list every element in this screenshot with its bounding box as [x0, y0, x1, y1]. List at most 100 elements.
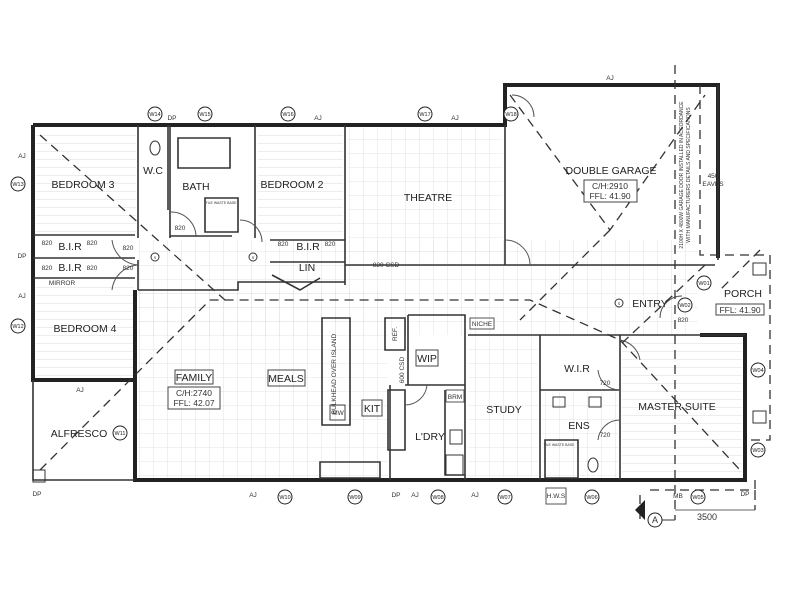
svg-text:W01: W01: [698, 281, 709, 287]
toilet-icon: [587, 457, 599, 473]
window-tag: W08: [430, 489, 446, 505]
room-kit: KIT: [364, 403, 381, 415]
svg-text:W06: W06: [586, 495, 597, 501]
garage-ffl: FFL: 41.90: [589, 191, 630, 201]
window-tag: W11: [112, 425, 128, 441]
smoke-detector: S: [154, 255, 157, 260]
washer-icon: [445, 454, 464, 476]
family-ceiling-height: C/H:2740: [176, 388, 212, 398]
room-bir-1: B.I.R: [58, 241, 82, 253]
family-label-box: [174, 369, 214, 385]
door-size: 820: [42, 265, 53, 272]
shower-note: TILE WASTE BASE: [206, 201, 238, 205]
svg-text:W13: W13: [12, 182, 23, 188]
downpipe-icon: [32, 469, 46, 483]
section-marker[interactable]: A: [635, 500, 675, 528]
room-bedroom3: BEDROOM 3: [51, 179, 114, 191]
room-bedroom4: BEDROOM 4: [53, 323, 116, 335]
garage-door-note: 2100H X 4800W GARAGE DOOR INSTALLED IN A…: [679, 101, 685, 249]
fixtures: [32, 140, 767, 483]
note-csd: 820 CSD: [373, 262, 400, 269]
svg-text:W14: W14: [149, 112, 160, 118]
toilet-icon: [149, 140, 161, 156]
note-aj: AJ: [471, 492, 479, 499]
window-tag: W06: [584, 489, 600, 505]
window-tag: W01: [696, 275, 712, 291]
roof-lines: [39, 65, 771, 520]
svg-text:W04: W04: [752, 368, 763, 374]
note-ref: REF.: [392, 327, 399, 341]
door-size: 720: [600, 380, 611, 387]
note-dp: DP: [167, 115, 176, 122]
svg-text:W03: W03: [752, 448, 763, 454]
svg-text:W17: W17: [419, 112, 430, 118]
room-lin: LIN: [299, 262, 315, 274]
window-tag: W14: [147, 106, 163, 122]
room-wir: W.I.R: [564, 363, 590, 375]
door-size: 820: [325, 241, 336, 248]
room-study: STUDY: [486, 404, 522, 416]
window-tag: W09: [347, 489, 363, 505]
window-tag: W03: [750, 442, 766, 458]
note-mb: MB: [673, 493, 683, 500]
window-tag: W05: [690, 489, 706, 505]
room-meals: MEALS: [268, 373, 304, 385]
door-size: 820: [42, 240, 53, 247]
door-swings: [111, 94, 683, 441]
eaves-label: EAVES: [702, 181, 724, 188]
window-tag: W16: [280, 106, 296, 122]
floor-finishes: [36, 128, 742, 478]
note-aj: AJ: [76, 387, 84, 394]
wip-label-box: [415, 349, 439, 367]
room-double-garage: DOUBLE GARAGE: [565, 165, 656, 177]
svg-text:W12: W12: [12, 324, 23, 330]
door-size: 820: [87, 240, 98, 247]
room-porch: PORCH: [724, 288, 762, 300]
note-dp: DP: [391, 492, 400, 499]
pier-icon: [752, 410, 767, 424]
room-master-suite: MASTER SUITE: [638, 401, 716, 413]
note-aj: AJ: [18, 153, 26, 160]
smoke-detector: S: [618, 301, 621, 306]
note-mirror: MIRROR: [49, 280, 76, 287]
note-aj: AJ: [606, 75, 614, 82]
room-wc: W.C: [143, 165, 163, 177]
svg-text:W02: W02: [679, 303, 690, 309]
garage-door-note-2: WITH MANUFACTURERS DETAILS AND SPECIFICA…: [686, 107, 692, 243]
window-tag: W13: [10, 176, 26, 192]
room-labels: BEDROOM 3 W.C BATH BEDROOM 2 THEATRE DOU…: [51, 165, 762, 443]
porch-ffl: FFL: 41.90: [719, 305, 760, 315]
shower-note: TILE WASTE BASE: [544, 443, 576, 447]
note-bulkhead: BULKHEAD OVER ISLAND: [331, 333, 338, 414]
window-tag: W10: [277, 489, 293, 505]
svg-text:W05: W05: [692, 495, 703, 501]
note-aj: AJ: [249, 492, 257, 499]
eaves-dimension: 450: [708, 173, 719, 180]
window-tag: W18: [503, 106, 519, 122]
note-aj: AJ: [411, 492, 419, 499]
basin-icon: [588, 396, 602, 408]
window-tag: W02: [677, 297, 693, 313]
room-family: FAMILY: [176, 372, 213, 384]
room-ens: ENS: [568, 420, 590, 432]
room-wip: WIP: [417, 353, 437, 365]
note-aj: AJ: [18, 293, 26, 300]
family-ffl: FFL: 42.07: [173, 398, 214, 408]
door-size: 820: [87, 265, 98, 272]
window-tag: W15: [197, 106, 213, 122]
door-size: 820: [175, 225, 186, 232]
window-tag: W04: [750, 362, 766, 378]
door-size: 820: [678, 317, 689, 324]
note-dp: DP: [740, 491, 749, 498]
svg-text:W10: W10: [279, 495, 290, 501]
room-bir-3: B.I.R: [296, 241, 320, 253]
room-theatre: THEATRE: [404, 192, 452, 204]
note-microwave: MW: [332, 410, 344, 417]
trough-icon: [449, 429, 463, 445]
window-tag: W17: [417, 106, 433, 122]
door-size: 820: [123, 265, 134, 272]
meals-label-box: [267, 369, 306, 387]
kit-label-box: [361, 399, 383, 417]
level-annotations: C/H:2910 FFL: 41.90 C/H:2740 FFL: 42.07 …: [167, 179, 765, 410]
